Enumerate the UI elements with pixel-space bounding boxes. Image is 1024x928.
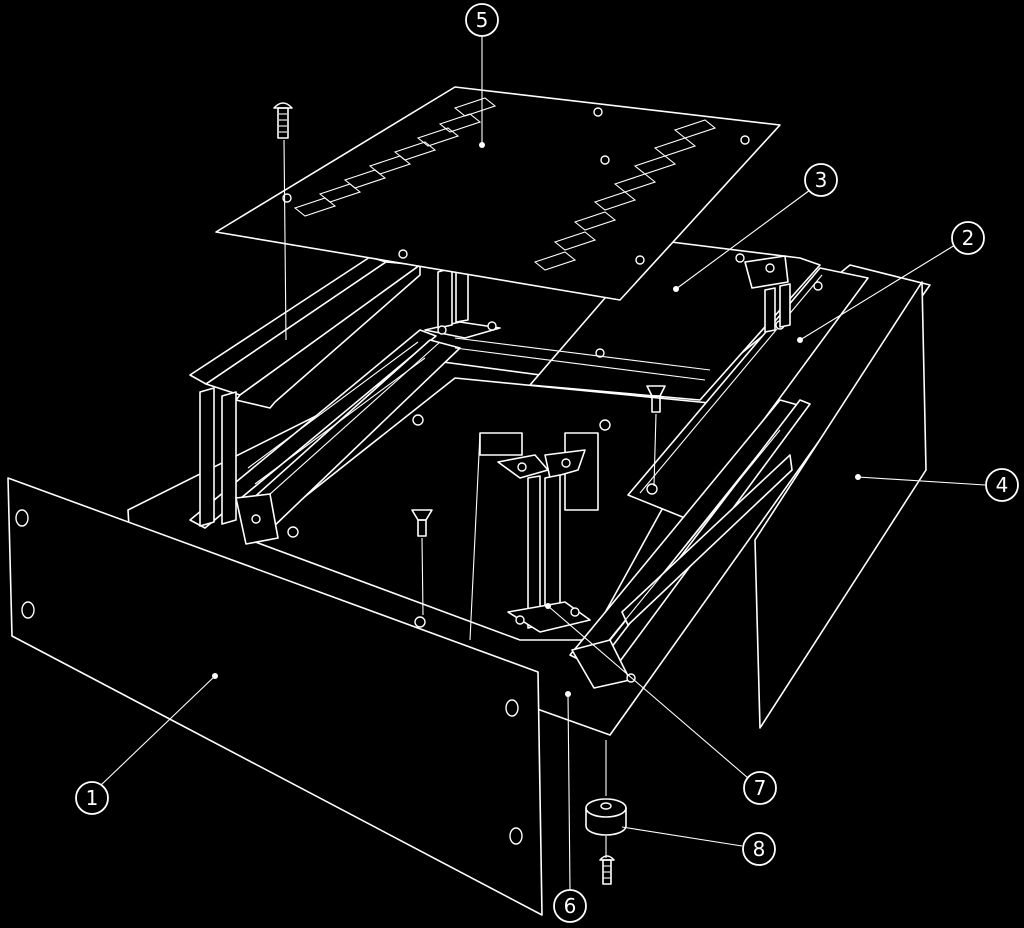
part-8-rubber-foot — [585, 798, 627, 836]
screw-bottom-icon — [599, 855, 615, 885]
svg-text:5: 5 — [476, 8, 489, 32]
callout-1: 1 — [75, 781, 109, 815]
callout-6: 6 — [553, 889, 587, 923]
svg-text:2: 2 — [962, 226, 975, 250]
right-inner-rails — [569, 399, 811, 689]
screw-center-icon — [411, 509, 433, 537]
svg-text:3: 3 — [815, 168, 828, 192]
callout-4: 4 — [985, 468, 1019, 502]
callout-8: 8 — [742, 832, 776, 866]
screw-top-left-icon — [273, 102, 293, 139]
callout-5: 5 — [465, 3, 499, 37]
svg-text:6: 6 — [564, 894, 577, 918]
svg-text:4: 4 — [996, 473, 1009, 497]
vent-slots-right — [533, 119, 717, 271]
callout-7: 7 — [743, 771, 777, 805]
svg-text:1: 1 — [86, 786, 99, 810]
left-frame-rails — [189, 256, 501, 545]
vent-slots-left — [293, 97, 497, 217]
callout-3: 3 — [804, 163, 838, 197]
assembly-guide-lines — [283, 139, 657, 858]
callout-2: 2 — [951, 221, 985, 255]
svg-text:8: 8 — [753, 837, 766, 861]
part-3-rear-panel — [454, 239, 821, 401]
leader-lines — [99, 36, 986, 891]
part-4-side-panel — [754, 281, 927, 729]
part-5-top-cover — [215, 86, 781, 301]
part-1-front-panel — [7, 477, 543, 916]
screw-right-icon — [646, 385, 666, 413]
svg-text:7: 7 — [754, 776, 767, 800]
